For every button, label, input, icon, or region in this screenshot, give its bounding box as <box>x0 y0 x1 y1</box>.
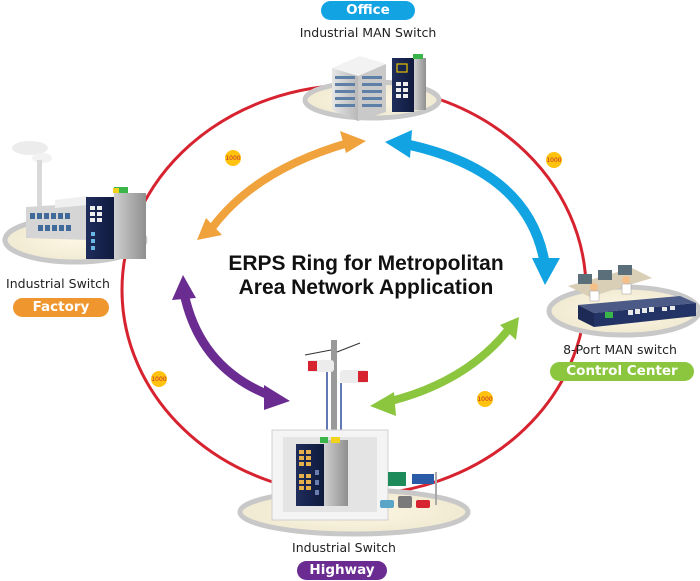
highway-pill: Highway <box>297 561 387 580</box>
link-speed-badge: 1000 <box>151 371 167 387</box>
office-site <box>302 54 442 121</box>
factory-device-label: Industrial Switch <box>6 276 110 291</box>
arrow-office-control-center <box>385 130 560 285</box>
control-center-site <box>546 265 700 338</box>
8-port-man-switch-icon <box>578 296 696 327</box>
link-speed-badge: 1000 <box>477 391 493 407</box>
factory-icon <box>12 141 88 240</box>
link-speed-badge: 1000 <box>225 150 241 166</box>
control-center-device-label: 8-Port MAN switch <box>563 342 677 357</box>
control-center-pill: Control Center <box>550 362 694 381</box>
badge-circle <box>546 152 562 168</box>
title-line-2: Area Network Application <box>238 276 494 299</box>
industrial-switch-icon <box>86 187 146 259</box>
arrow-highway-control-center <box>370 317 519 416</box>
highway-signs-icon <box>380 472 437 508</box>
control-room-desk-icon <box>568 265 652 302</box>
badge-speed-text: 1000 <box>546 157 561 164</box>
arrow-office-factory <box>197 131 366 240</box>
badge-speed-text: 1000 <box>477 396 492 403</box>
industrial-man-switch-icon <box>392 54 426 112</box>
factory-site <box>2 141 148 265</box>
highway-device-label: Industrial Switch <box>292 540 396 555</box>
office-pill: Office <box>321 1 415 20</box>
industrial-switch-icon <box>296 437 348 506</box>
pole-camera-icon <box>304 340 368 440</box>
title-line-1: ERPS Ring for Metropolitan <box>228 252 504 275</box>
badge-circle <box>225 150 241 166</box>
badge-circle <box>151 371 167 387</box>
arrow-factory-highway <box>172 275 290 410</box>
badge-speed-text: 1000 <box>151 376 166 383</box>
diagram-title: ERPS Ring for Metropolitan Area Network … <box>228 252 503 300</box>
office-device-label: Industrial MAN Switch <box>299 25 437 40</box>
factory-pill: Factory <box>13 298 109 317</box>
badge-speed-text: 1000 <box>225 155 240 162</box>
office-building-icon <box>332 56 386 121</box>
highway-site <box>237 340 471 537</box>
link-speed-badge: 1000 <box>546 152 562 168</box>
badge-circle <box>477 391 493 407</box>
